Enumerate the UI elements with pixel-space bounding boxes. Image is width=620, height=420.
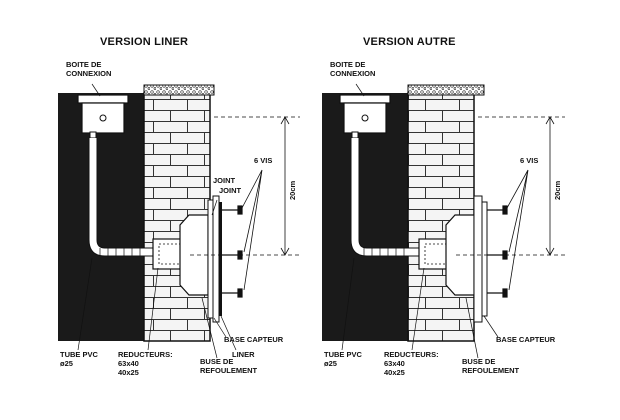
nozzle-label: BUSE DE REFOULEMENT (200, 357, 258, 375)
nozzle-label: BUSE DE REFOULEMENT (462, 357, 520, 375)
ground-fill (58, 93, 144, 341)
coping-stones (407, 84, 485, 96)
pvc-tube-label: TUBE PVC ø25 (60, 350, 98, 368)
dimension-label: 20cm (553, 180, 562, 200)
panel-title: VERSION AUTRE (363, 36, 456, 48)
pvc-tube (351, 138, 419, 256)
junction-box (339, 94, 391, 139)
sensor-base-label: BASE CAPTEUR (496, 335, 556, 344)
dimension-label: 20cm (288, 180, 297, 200)
panel-autre (322, 83, 565, 359)
joint-label-1: JOINT (213, 176, 236, 185)
panel-title: VERSION LINER (100, 36, 189, 48)
ground-fill (322, 93, 408, 341)
panel-liner (58, 83, 300, 359)
liner-layer (219, 202, 222, 316)
coping-stones (143, 84, 215, 96)
screws-label: 6 VIS (520, 156, 539, 165)
joint-label-2: JOINT (219, 186, 242, 195)
screws-label: 6 VIS (254, 156, 273, 165)
screws (222, 205, 243, 298)
liner-label: LINER (232, 350, 255, 359)
pvc-tube-label: TUBE PVC ø25 (324, 350, 362, 368)
junction-box-label: BOITE DE CONNEXION (66, 60, 112, 78)
junction-box-label: BOITE DE CONNEXION (330, 60, 376, 78)
reducers-label: REDUCTEURS: 63x40 40x25 (384, 350, 439, 377)
junction-box (77, 94, 129, 139)
pvc-tube (89, 138, 153, 256)
screws (487, 205, 508, 298)
reducers-label: REDUCTEURS: 63x40 40x25 (118, 350, 173, 377)
sensor-base-label: BASE CAPTEUR (224, 335, 284, 344)
